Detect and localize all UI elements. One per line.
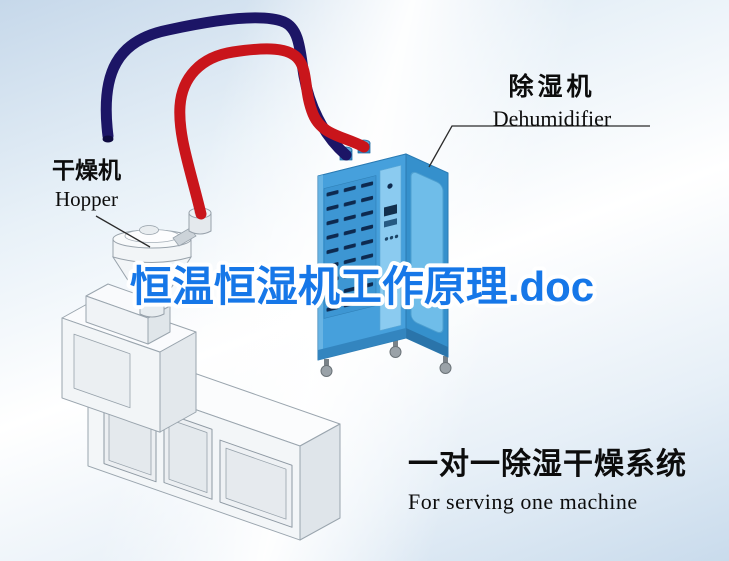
cabinet-front-face (317, 153, 407, 361)
side-face-panel (410, 171, 444, 334)
wheel-back-right (439, 362, 452, 374)
hopper-dryer (112, 207, 212, 318)
hopper-lid-cap (139, 225, 159, 235)
wheel-stem (393, 340, 398, 348)
hopper-neck (139, 298, 165, 318)
watermark-text: 恒温恒湿机工作原理.doc (130, 263, 594, 310)
extruder-machine (61, 283, 341, 541)
hopper-label-zh: 干燥机 (52, 157, 121, 183)
loader-connect-tube (172, 227, 197, 247)
air-pipes (100, 12, 370, 220)
bottom-caption: 一对一除湿干燥系统 For serving one machine (408, 449, 687, 513)
hopper-leader-line (95, 215, 151, 248)
hopper-label-en: Hopper (55, 187, 118, 212)
display-screen (384, 204, 397, 217)
hopper-label: 干燥机 Hopper (52, 158, 121, 210)
panel-button (389, 235, 394, 240)
caster-wheels (320, 340, 452, 377)
panel-hatch (383, 274, 398, 298)
caption-zh: 一对一除湿干燥系统 (408, 448, 687, 481)
leader-lines (95, 125, 650, 248)
extruder-side-panel-inner (225, 447, 287, 520)
panel-button (384, 237, 389, 241)
red-pipe (174, 43, 370, 220)
dehumidifier-label: 除湿机 Dehumidifier (452, 73, 652, 132)
caption-en: For serving one machine (408, 488, 638, 514)
loader-body (188, 212, 212, 235)
front-base-trim (318, 328, 406, 360)
hood-front-face (85, 295, 149, 345)
extruder-door-right-inner (168, 418, 208, 493)
tower-front-face (61, 317, 161, 433)
dehumidifier-label-zh: 除湿机 (508, 73, 596, 101)
wheel-stem (324, 359, 329, 367)
wheel-stem (443, 356, 448, 364)
navy-pipe-end-cap (102, 135, 114, 143)
side-base-trim (406, 328, 448, 357)
display-secondary (384, 218, 397, 228)
vent-grille (324, 175, 376, 319)
front-edge-highlight (318, 174, 323, 360)
dehumidifier-leader-line (428, 125, 650, 168)
tower-panel (73, 333, 131, 409)
dehumidifier-cabinet (317, 139, 452, 377)
cabinet-side-face (405, 153, 449, 358)
power-led (387, 183, 393, 189)
dehumidifier-label-en: Dehumidifier (492, 106, 612, 132)
wheel-front-left (320, 365, 333, 377)
panel-button (394, 234, 399, 239)
wheel-front-right (389, 346, 402, 358)
